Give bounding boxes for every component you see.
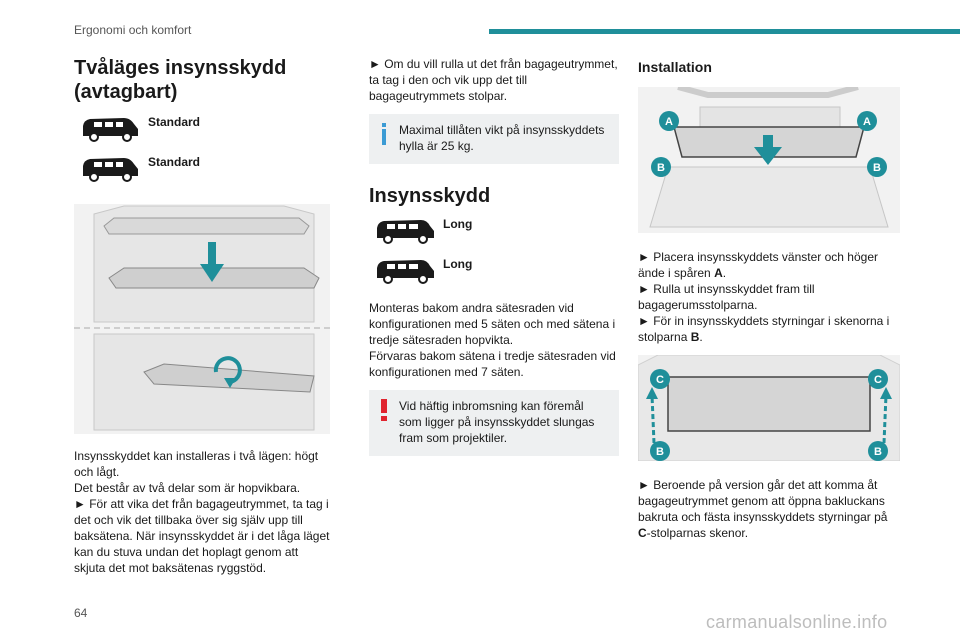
version-row: Long <box>369 216 619 256</box>
header-accent-bar <box>489 29 960 34</box>
warning-note: Vid häftig inbromsning kan föremål som l… <box>369 390 619 456</box>
warning-icon <box>381 399 387 421</box>
unroll-instruction: ► Om du vill rulla ut det från bagageutr… <box>369 57 618 103</box>
page-number: 64 <box>74 606 88 620</box>
heading-cover: Insynsskydd <box>369 185 491 207</box>
installation-illustration-rails: A A B B <box>638 87 900 233</box>
marker-b: B <box>657 162 665 174</box>
version-label: Long <box>443 257 473 271</box>
info-note-text: Maximal tillåten vikt på insynsskyddets … <box>399 123 605 153</box>
watermark: carmanualsonline.info <box>706 612 888 632</box>
fold-instruction: ► För att vika det från bagageutrymmet, … <box>74 497 330 575</box>
install-step-3: ► För in insynsskyddets styrningar i ske… <box>638 314 890 344</box>
marker-c: C <box>874 374 882 386</box>
mounting-text: Monteras bakom andra sätesraden vid konf… <box>369 301 616 347</box>
van-icon <box>377 220 434 244</box>
marker-c: C <box>656 374 664 386</box>
installation-illustration-pillars: C C B B <box>638 355 900 461</box>
version-row: Standard <box>74 114 330 154</box>
marker-a: A <box>863 116 871 128</box>
cover-positions-text: Insynsskyddet kan installeras i två läge… <box>74 449 319 479</box>
marker-b: B <box>656 446 664 458</box>
version-label: Long <box>443 217 473 231</box>
marker-b: B <box>874 446 882 458</box>
warning-note-text: Vid häftig inbromsning kan föremål som l… <box>399 399 595 445</box>
column-right: Installation A A B B ► Placera insynssky… <box>638 56 900 541</box>
cover-parts-text: Det består av två delar som är hopvikbar… <box>74 481 301 495</box>
column-left: Tvåläges insynsskydd (avtagbart) Standar… <box>74 56 330 576</box>
column-middle: ► Om du vill rulla ut det från bagageutr… <box>369 56 619 456</box>
install-step-2: ► Rulla ut insynsskyddet fram till bagag… <box>638 282 815 312</box>
marker-b: B <box>873 162 881 174</box>
storage-text: Förvaras bakom sätena i tredje sätesrade… <box>369 349 616 379</box>
van-icon <box>377 260 434 284</box>
info-note: Maximal tillåten vikt på insynsskyddets … <box>369 114 619 164</box>
van-icon <box>83 118 138 142</box>
version-row: Standard <box>74 154 330 194</box>
heading-installation: Installation <box>638 59 712 75</box>
info-icon <box>382 123 386 145</box>
version-row: Long <box>369 256 619 296</box>
version-label: Standard <box>148 155 201 169</box>
cover-positions-illustration <box>74 204 330 434</box>
install-step-4: ► Beroende på version går det att komma … <box>638 478 888 540</box>
heading-two-position-cover: Tvåläges insynsskydd (avtagbart) <box>74 57 287 103</box>
van-icon <box>83 158 138 182</box>
section-title: Ergonomi och komfort <box>74 23 192 37</box>
marker-a: A <box>665 116 673 128</box>
version-label: Standard <box>148 115 201 129</box>
install-step-1: ► Placera insynsskyddets vänster och hög… <box>638 250 878 280</box>
